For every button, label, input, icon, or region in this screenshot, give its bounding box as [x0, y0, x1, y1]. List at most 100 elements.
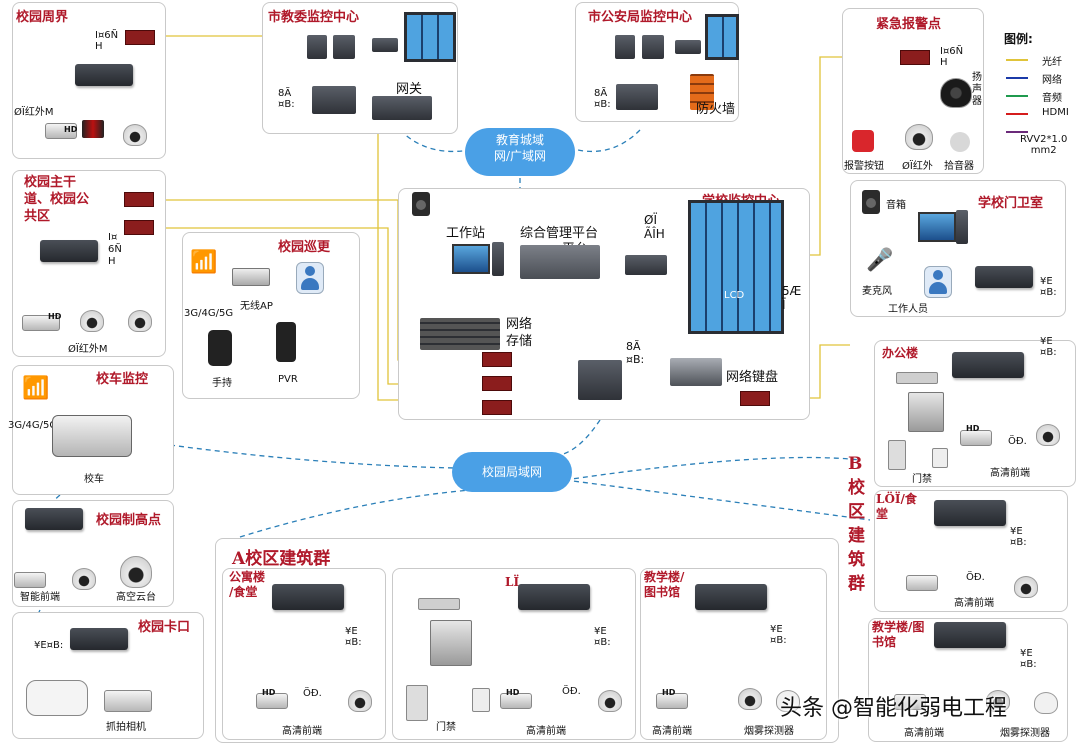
microphone-icon: 🎤	[866, 248, 894, 273]
center-decoder-label: ØÏ ÃÎH	[644, 213, 665, 241]
canteen-switch	[934, 500, 1006, 526]
perimeter-switch	[75, 64, 133, 86]
perimeter-converter	[125, 30, 155, 45]
checkpoint-title: 校园卡口	[138, 620, 191, 635]
police-server-1	[615, 35, 635, 59]
emergency-title: 紧急报警点	[876, 17, 942, 32]
lab-title: LÏ	[505, 575, 520, 589]
panel-gate	[850, 180, 1066, 317]
emergency-button-label: 报警按钮	[844, 161, 884, 172]
canteen-title: LÖÏ/食 堂	[876, 492, 917, 521]
office-title: 办公楼	[882, 346, 919, 360]
teach-b-title: 教学楼/图 书馆	[872, 620, 925, 649]
office-switch	[952, 352, 1024, 378]
teach-b-dome	[986, 690, 1010, 712]
antenna-icon: 📶	[22, 376, 50, 401]
office-exit-button	[932, 448, 948, 468]
gate-switch	[975, 266, 1033, 288]
office-camera	[960, 430, 992, 446]
apartment-front-label: 高清前端	[282, 726, 322, 737]
office-dome	[1036, 424, 1060, 446]
emergency-speaker	[940, 78, 972, 108]
cloud-lan-label: 校园局域网	[481, 465, 542, 479]
canteen-dots: ÖÐ.	[966, 572, 985, 583]
checkpoint-capture-camera	[104, 690, 152, 712]
office-front-label: 高清前端	[990, 468, 1030, 479]
highpoint-ptz	[120, 556, 152, 588]
lab-lock	[418, 598, 460, 610]
edu-decoder	[372, 38, 398, 52]
panel-lab	[392, 568, 636, 740]
main-road-dome-2	[128, 310, 152, 332]
panel-teach-b	[868, 618, 1068, 742]
panel-patrol	[182, 232, 360, 399]
highpoint-camera	[14, 572, 46, 588]
perimeter-camera	[45, 123, 77, 139]
patrol-ap-label: 无线AP	[240, 301, 273, 312]
center-decoder	[625, 255, 667, 275]
edu-server-1	[307, 35, 327, 59]
center-video-wall	[688, 200, 784, 334]
center-storage-label: 网络 存储	[506, 317, 533, 349]
cloud-wan-label: 教育城域 网/广域网	[493, 133, 547, 163]
legend-rvv-label: RVV2*1.0 mm2	[1020, 134, 1068, 156]
highpoint-smart-label: 智能前端	[20, 592, 60, 603]
center-speaker	[412, 192, 430, 216]
gate-mic-label: 麦克风	[862, 286, 892, 297]
center-lcd-label: LCD	[724, 290, 745, 301]
hd-badge: HD	[48, 312, 62, 321]
teach-a-switch-label: ¥E ¤B:	[770, 624, 787, 646]
center-core-switch	[578, 360, 622, 400]
group-a-title: A校区建筑群	[232, 549, 331, 569]
checkpoint-switch-label: ¥E¤B:	[34, 640, 64, 651]
lab-exit-button	[472, 688, 490, 712]
center-keyboard-label: 网络键盘	[726, 370, 779, 385]
handheld-icon	[208, 330, 232, 366]
group-b-title: B 校 区 建 筑 群	[848, 454, 865, 594]
center-workstation-label: 工作站	[446, 226, 486, 241]
teach-a-smoke-label: 烟雾探测器	[744, 726, 794, 737]
main-road-converter-2	[124, 220, 154, 235]
checkpoint-capture-label: 抓拍相机	[106, 722, 146, 733]
center-keyboard-converter	[740, 391, 770, 406]
cloud-lan: 校园局域网	[452, 452, 572, 492]
emergency-pickup-label: 拾音器	[944, 161, 974, 172]
legend-hdmi-label: HDMI	[1042, 107, 1069, 118]
lab-controller	[430, 620, 472, 666]
panel-teach-a	[640, 568, 827, 740]
canteen-camera	[906, 575, 938, 591]
perimeter-ir-label: ØÏ红外M	[14, 107, 54, 118]
center-converter-2	[482, 376, 512, 391]
lab-dots: ÖÐ.	[562, 686, 581, 697]
edu-gateway-label: 网关	[396, 82, 423, 97]
lab-switch	[518, 584, 590, 610]
legend-rvv	[1006, 124, 1076, 138]
bus-net-label: 3G/4G/5G	[8, 420, 58, 431]
teach-a-smoke	[776, 690, 800, 712]
center-wall-label: 5Æ Ï	[782, 284, 802, 312]
apartment-dots: ÖÐ.	[303, 688, 322, 699]
car-icon	[26, 680, 88, 716]
wireless-ap-icon	[232, 268, 270, 286]
gate-pc	[956, 210, 968, 244]
main-road-converter-1	[124, 192, 154, 207]
antenna-icon: 📶	[190, 250, 218, 275]
gate-staff-icon	[924, 266, 952, 298]
highpoint-title: 校园制高点	[96, 513, 162, 528]
teach-b-smoke-label: 烟雾探测器	[1000, 728, 1050, 739]
apartment-switch	[272, 584, 344, 610]
legend-fiber: 光纤	[1006, 52, 1076, 68]
police-server-2	[642, 35, 664, 59]
emergency-speaker-label: 扬 声 器	[972, 72, 982, 107]
emergency-converter	[900, 50, 930, 65]
edu-switch-label: 8Ã ¤B:	[278, 88, 295, 110]
checkpoint-switch	[70, 628, 128, 650]
apartment-switch-label: ¥E ¤B:	[345, 626, 362, 648]
gate-monitor	[918, 212, 956, 242]
highpoint-ptz-label: 高空云台	[116, 592, 156, 603]
main-road-camera-1	[22, 315, 60, 331]
police-decoder	[675, 40, 701, 54]
legend-audio: 音频	[1006, 88, 1076, 104]
police-firewall-label: 防火墙	[696, 102, 736, 117]
perimeter-ir-sensor	[82, 120, 104, 138]
